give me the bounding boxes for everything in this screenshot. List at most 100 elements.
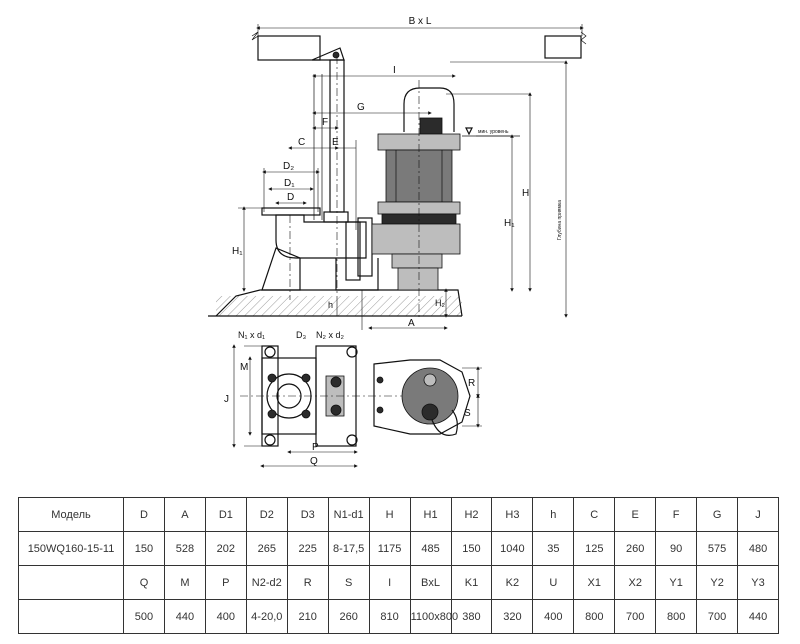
dim-e: E [332, 137, 339, 148]
table-cell: R [286, 565, 329, 600]
table-cell: 800 [573, 599, 616, 634]
pump-motor [371, 80, 461, 320]
table-cell: 320 [491, 599, 534, 634]
table-cell: H2 [450, 497, 493, 532]
table-cell: 90 [655, 531, 698, 566]
table-cell: H3 [491, 497, 534, 532]
table-cell: M [163, 565, 206, 600]
table-cell: BxL [409, 565, 452, 600]
dim-n2d2: N₂ x d₂ [316, 330, 344, 340]
table-cell-model [18, 599, 124, 634]
table-cell: 440 [737, 599, 779, 634]
table-cell: U [532, 565, 575, 600]
table-cell: 202 [204, 531, 247, 566]
table-cell: X2 [614, 565, 657, 600]
table-cell: X1 [573, 565, 616, 600]
min-level-note: мин. уровень [478, 129, 509, 135]
dim-s: S [464, 408, 471, 419]
table-cell: S [327, 565, 370, 600]
dim-h2: H₂ [435, 298, 445, 308]
table-cell: Y2 [696, 565, 739, 600]
table-cell: G [696, 497, 739, 532]
top-slab-left [251, 31, 321, 61]
pit-depth-note: Глубина приямка [557, 200, 563, 240]
table-cell: 528 [163, 531, 206, 566]
table-cell: 440 [163, 599, 206, 634]
table-cell: P [204, 565, 247, 600]
table-cell: 125 [573, 531, 616, 566]
table-cell: 575 [696, 531, 739, 566]
table-cell: 8-17,5 [327, 531, 370, 566]
rail-bracket [311, 47, 345, 61]
table-cell: 260 [614, 531, 657, 566]
dim-m: M [240, 362, 248, 373]
table-cell: D1 [204, 497, 247, 532]
table-cell: D2 [245, 497, 288, 532]
table-cell: I [368, 565, 411, 600]
discharge-elbow [261, 207, 379, 300]
table-cell: A [163, 497, 206, 532]
table-cell: 260 [327, 599, 370, 634]
table-cell: 810 [368, 599, 411, 634]
table-cell: 35 [532, 531, 575, 566]
dim-j: J [224, 394, 229, 405]
table-cell: H [368, 497, 411, 532]
dim-h1-left: H₁ [232, 246, 243, 257]
table-cell: F [655, 497, 698, 532]
table-cell: 700 [614, 599, 657, 634]
table-cell: 1175 [368, 531, 411, 566]
table-cell-model: Модель [18, 497, 124, 532]
table-cell: J [737, 497, 779, 532]
table-cell: 500 [123, 599, 165, 634]
table-cell: E [614, 497, 657, 532]
table-cell: 4-20,0 [245, 599, 288, 634]
table-cell: N1-d1 [327, 497, 370, 532]
plan-base [240, 345, 450, 447]
table-cell: C [573, 497, 616, 532]
dim-h-small: h [328, 300, 333, 310]
table-cell: 485 [409, 531, 452, 566]
table-cell: K2 [491, 565, 534, 600]
table-cell: 150 [450, 531, 493, 566]
dim-bxl: B x L [409, 16, 432, 27]
floor [208, 289, 463, 317]
dim-d: D [287, 192, 294, 203]
pump-installation-drawing: B x L I G F C E D₂ D₁ D [208, 16, 587, 468]
dim-g: G [357, 102, 365, 113]
dim-i: I [393, 65, 396, 76]
table-cell: 400 [204, 599, 247, 634]
table-cell: D [123, 497, 165, 532]
table-cell-model: 150WQ160-15-11 [18, 531, 124, 566]
dim-n1d1: N₁ x d₁ [238, 330, 265, 340]
table-cell: 265 [245, 531, 288, 566]
table-cell: 225 [286, 531, 329, 566]
dim-q: Q [310, 456, 318, 467]
table-cell: 210 [286, 599, 329, 634]
plan-pump [373, 359, 471, 436]
table-cell: h [532, 497, 575, 532]
table-cell: 1040 [491, 531, 534, 566]
table-cell: Q [123, 565, 165, 600]
dim-f: F [322, 117, 328, 128]
table-cell: 150 [123, 531, 165, 566]
table-cell: 700 [696, 599, 739, 634]
table-cell: 480 [737, 531, 779, 566]
table-cell: 400 [532, 599, 575, 634]
table-cell: 380 [450, 599, 493, 634]
dim-d1: D₁ [284, 178, 295, 189]
top-slab-right [544, 31, 587, 59]
dim-r: R [468, 378, 475, 389]
dim-p: P [312, 442, 319, 453]
table-cell: N2-d2 [245, 565, 288, 600]
table-cell: Y3 [737, 565, 779, 600]
dim-d2: D₂ [283, 161, 294, 172]
table-cell-model [18, 565, 124, 600]
elevation-view: B x L I G F C E D₂ D₁ D [208, 16, 587, 330]
table-cell: 800 [655, 599, 698, 634]
guide-pipe [313, 56, 345, 300]
